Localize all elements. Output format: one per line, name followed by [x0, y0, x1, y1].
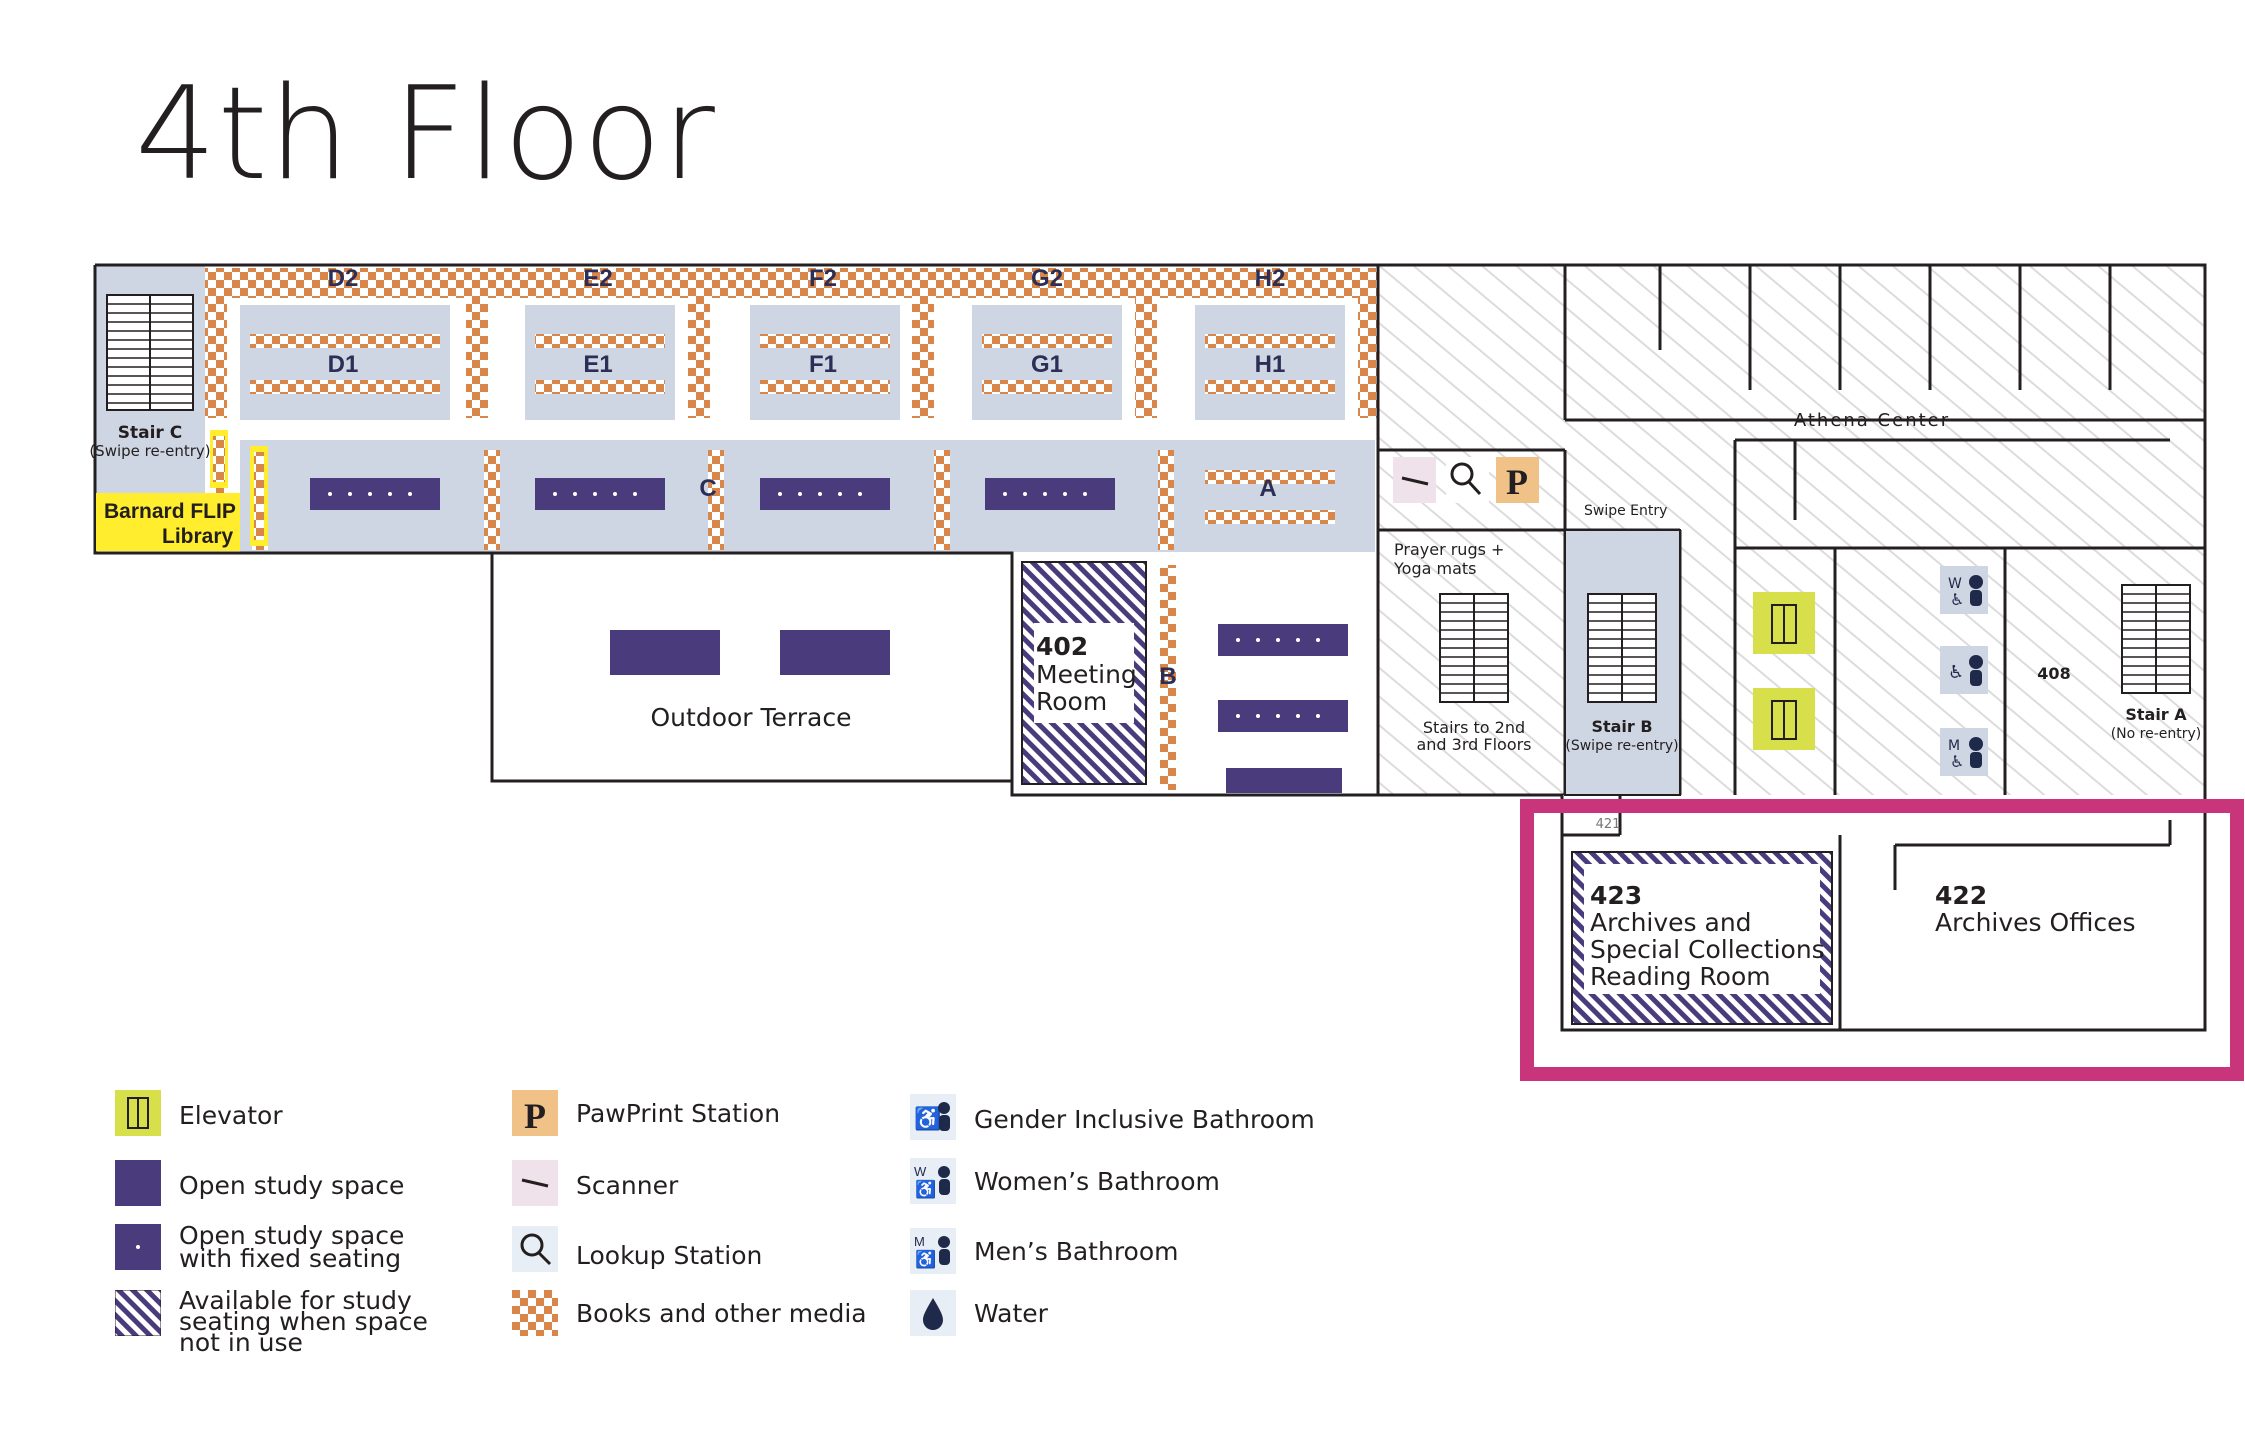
athena-center-label: Athena Center: [1794, 410, 1950, 431]
scanner-icon: [512, 1160, 558, 1206]
stack-label-c: C: [699, 475, 716, 502]
legend-label: Gender Inclusive Bathroom: [974, 1105, 1315, 1134]
stack-label-d2: D2: [328, 265, 359, 292]
stairs-2-3-line1: Stairs to 2nd: [1423, 718, 1525, 737]
bathroom-icons-map: [1940, 566, 1988, 776]
stair-c-label: Stair C: [118, 423, 182, 443]
water-icon: [910, 1290, 956, 1336]
stack-label-f2: F2: [809, 265, 837, 292]
legend-label: Scanner: [576, 1171, 679, 1200]
legend-books: Books and other media: [512, 1290, 867, 1336]
room-423-number: 423: [1590, 881, 1642, 910]
svg-text:M: M: [1948, 738, 1960, 754]
legend-label: Men’s Bathroom: [974, 1237, 1179, 1266]
meeting-room-line1: Meeting: [1036, 660, 1137, 689]
hatched-study-icon: [115, 1290, 161, 1336]
flip-library-line1: Barnard FLIP: [104, 500, 236, 523]
svg-text:P: P: [1506, 462, 1528, 502]
stack-area: [205, 268, 1378, 790]
room-423-line3: Reading Room: [1590, 962, 1771, 991]
svg-text:W: W: [914, 1164, 927, 1179]
page-title: 4th Floor: [135, 60, 716, 209]
stair-a-note: (No re-entry): [2111, 726, 2202, 742]
prayer-label-line2: Yoga mats: [1393, 559, 1476, 578]
building-walls: [93, 263, 2207, 1032]
svg-text:M: M: [914, 1234, 925, 1249]
flip-library-label-bg: [96, 493, 240, 551]
stack-label-b: B: [1159, 663, 1176, 690]
svg-text:♿: ♿: [1950, 590, 1964, 609]
legend-pawprint: P PawPrint Station: [512, 1090, 780, 1136]
prayer-label-line1: Prayer rugs +: [1394, 540, 1504, 559]
fixed-seating-icon: [115, 1224, 161, 1270]
outdoor-terrace-label: Outdoor Terrace: [651, 703, 852, 732]
legend-womens: W♿ Women’s Bathroom: [910, 1158, 1220, 1204]
legend-label: Lookup Station: [576, 1241, 763, 1270]
svg-text:P: P: [524, 1096, 546, 1136]
stack-label-e1: E1: [583, 351, 612, 378]
outdoor-terrace: [490, 551, 1014, 783]
legend-label: Open study space with fixed seating: [179, 1221, 405, 1273]
seating-dots: [328, 492, 1320, 718]
swipe-entry-label: Swipe Entry: [1584, 503, 1667, 519]
legend-water: Water: [910, 1290, 1048, 1336]
legend-label: Books and other media: [576, 1299, 867, 1328]
legend-fixed-seating: Open study space with fixed seating: [115, 1221, 439, 1273]
svg-text:W: W: [1948, 576, 1962, 592]
legend-label: Water: [974, 1299, 1048, 1328]
room-423-line2: Special Collections: [1590, 935, 1825, 964]
flip-library-line2: Library: [162, 525, 234, 548]
legend-elevator: Elevator: [115, 1090, 283, 1136]
elevator-icons-map: [1753, 592, 1815, 750]
legend-gender-inclusive: ♿ Gender Inclusive Bathroom: [910, 1094, 1315, 1140]
womens-bathroom-icon: W♿: [910, 1158, 956, 1204]
room-421-label: 421: [1596, 817, 1621, 832]
svg-text:♿: ♿: [915, 1249, 936, 1269]
svg-text:♿: ♿: [915, 1179, 936, 1199]
stack-label-g2: G2: [1031, 265, 1063, 292]
meeting-room-number: 402: [1036, 632, 1088, 661]
legend-mens: M♿ Men’s Bathroom: [910, 1228, 1179, 1274]
stair-b-note: (Swipe re-entry): [1565, 738, 1678, 754]
svg-text:♿: ♿: [1950, 752, 1964, 771]
room-422-number: 422: [1935, 881, 1987, 910]
books-icon: [512, 1290, 558, 1336]
legend-label: PawPrint Station: [576, 1099, 781, 1128]
stack-label-e2: E2: [583, 265, 612, 292]
legend-label: Elevator: [179, 1101, 283, 1130]
stack-label-d1: D1: [328, 351, 359, 378]
meeting-room-line2: Room: [1036, 687, 1107, 716]
room-423-line1: Archives and: [1590, 908, 1752, 937]
stairs-2-3-line2: and 3rd Floors: [1416, 735, 1531, 754]
legend-lookup: Lookup Station: [512, 1226, 762, 1272]
legend-label: Open study space: [179, 1171, 405, 1200]
legend-open-study: Open study space: [115, 1160, 404, 1206]
stack-label-h2: H2: [1255, 265, 1286, 292]
lookup-icon: [512, 1226, 558, 1272]
svg-text:♿: ♿: [914, 1106, 941, 1131]
stair-a-label: Stair A: [2125, 705, 2187, 724]
gender-inclusive-bathroom-icon: ♿: [910, 1094, 956, 1140]
stair-b-label: Stair B: [1591, 717, 1652, 736]
stack-label-a: A: [1259, 475, 1276, 502]
service-icons-map: P: [1393, 457, 1539, 503]
svg-text:♿: ♿: [1948, 662, 1964, 683]
pawprint-icon: P: [512, 1090, 558, 1136]
stack-label-h1: H1: [1255, 351, 1286, 378]
legend-label: Available for study seating when space n…: [179, 1286, 428, 1357]
room-408-label: 408: [2037, 664, 2070, 683]
room-422-line1: Archives Offices: [1935, 908, 2136, 937]
legend-label: Women’s Bathroom: [974, 1167, 1220, 1196]
mens-bathroom-icon: M♿: [910, 1228, 956, 1274]
elevator-icon: [115, 1090, 161, 1136]
open-study-icon: [115, 1160, 161, 1206]
archives-highlight: [1520, 799, 2244, 1081]
stack-label-g1: G1: [1031, 351, 1063, 378]
stack-label-f1: F1: [809, 351, 837, 378]
stair-c-note: (Swipe re-entry): [89, 442, 210, 460]
legend-hatched-study: Available for study seating when space n…: [115, 1286, 449, 1357]
legend-scanner: Scanner: [512, 1160, 678, 1206]
